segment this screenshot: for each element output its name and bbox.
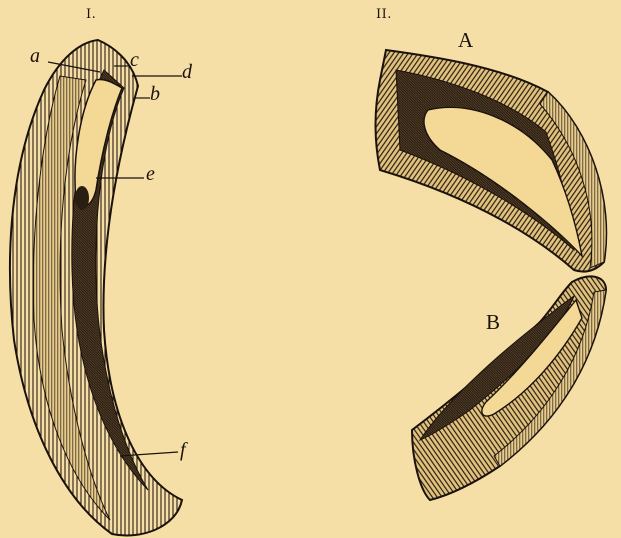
panel-label-one: I. <box>86 8 96 21</box>
part-label-d: d <box>182 62 192 82</box>
part-label-A: A <box>458 30 473 51</box>
tooth-figure-one <box>10 40 182 536</box>
tooth-fragment-a <box>376 50 607 272</box>
panel-label-two: II. <box>376 8 392 21</box>
part-label-e: e <box>146 164 155 184</box>
part-label-b: b <box>150 84 160 104</box>
part-label-c: c <box>130 50 139 70</box>
part-label-B: B <box>486 312 500 333</box>
tooth-fragment-b <box>412 276 606 500</box>
part-label-a: a <box>30 46 40 66</box>
part-label-f: f <box>180 440 186 460</box>
tooth-one-pulp-tip <box>75 186 89 210</box>
